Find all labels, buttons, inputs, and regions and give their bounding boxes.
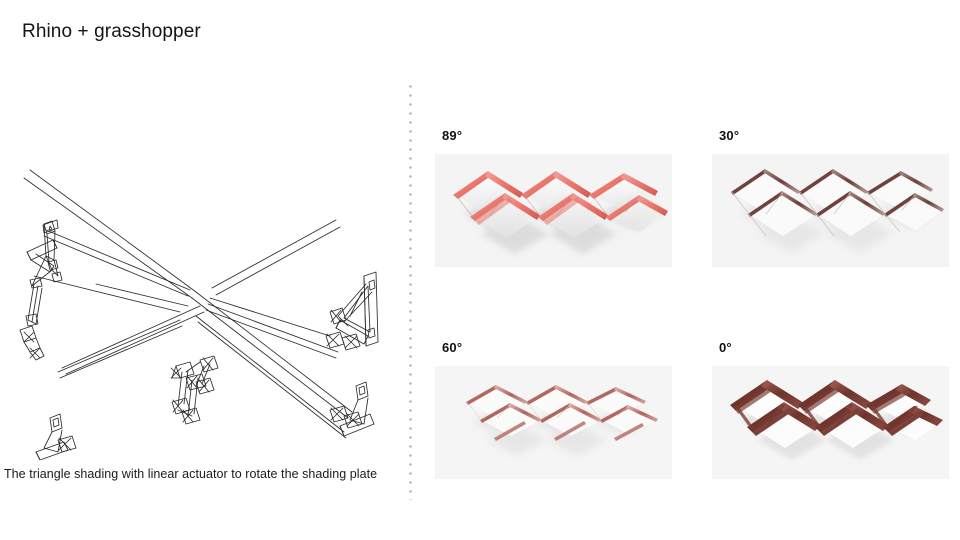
render-89-degrees	[435, 154, 672, 267]
render-0-degrees	[712, 366, 949, 479]
angle-label-30: 30°	[719, 128, 740, 143]
left-content-pane: The triangle shading with linear actuato…	[0, 80, 400, 500]
page-title: Rhino + grasshopper	[22, 21, 201, 42]
render-30-degrees	[712, 154, 949, 267]
render-60-degrees	[435, 366, 672, 479]
angle-label-60: 60°	[442, 340, 463, 355]
left-panel-caption: The triangle shading with linear actuato…	[4, 467, 378, 481]
render-grid: 89°	[435, 128, 955, 488]
render-cell-60: 60°	[435, 340, 672, 500]
angle-label-0: 0°	[719, 340, 732, 355]
vertical-dotted-divider	[409, 85, 412, 500]
angle-label-89: 89°	[442, 128, 463, 143]
render-cell-89: 89°	[435, 128, 672, 288]
linear-actuator-wireframe	[19, 169, 379, 460]
render-cell-0: 0°	[712, 340, 949, 500]
render-cell-30: 30°	[712, 128, 949, 288]
